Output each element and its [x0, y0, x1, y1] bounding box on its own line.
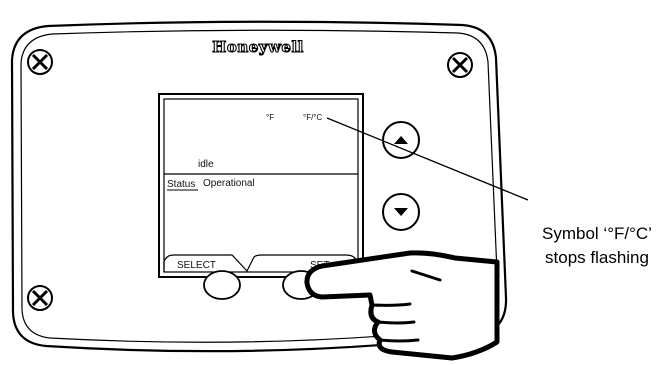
- select-softkey-button[interactable]: [203, 270, 241, 300]
- callout-line-1: Symbol ‘°F/°C’: [542, 224, 652, 243]
- status-value: Operational: [203, 178, 255, 189]
- softkey-tab-outline: [163, 254, 359, 273]
- status-label: Status: [167, 179, 195, 190]
- up-arrow-icon: [394, 136, 408, 144]
- down-arrow-icon: [394, 208, 408, 216]
- unit-fc-symbol: °F/°C: [303, 113, 323, 122]
- callout-line-2: stops flashing: [545, 248, 649, 267]
- down-button[interactable]: [382, 193, 420, 231]
- softkey-select-label: SELECT: [177, 260, 216, 271]
- callout-leader-line: [326, 117, 529, 201]
- mode-label: idle: [198, 159, 214, 170]
- screw-top-right: [447, 52, 473, 78]
- screw-top-left: [27, 49, 53, 75]
- up-button[interactable]: [382, 121, 420, 159]
- pointing-hand-icon: [304, 250, 500, 361]
- screw-bottom-left: [27, 285, 53, 311]
- unit-f-symbol: °F: [266, 113, 274, 122]
- brand-logo: Honeywell: [212, 38, 304, 56]
- lcd-screen: °F °F/°C idle Status Operational SELECT …: [158, 93, 364, 278]
